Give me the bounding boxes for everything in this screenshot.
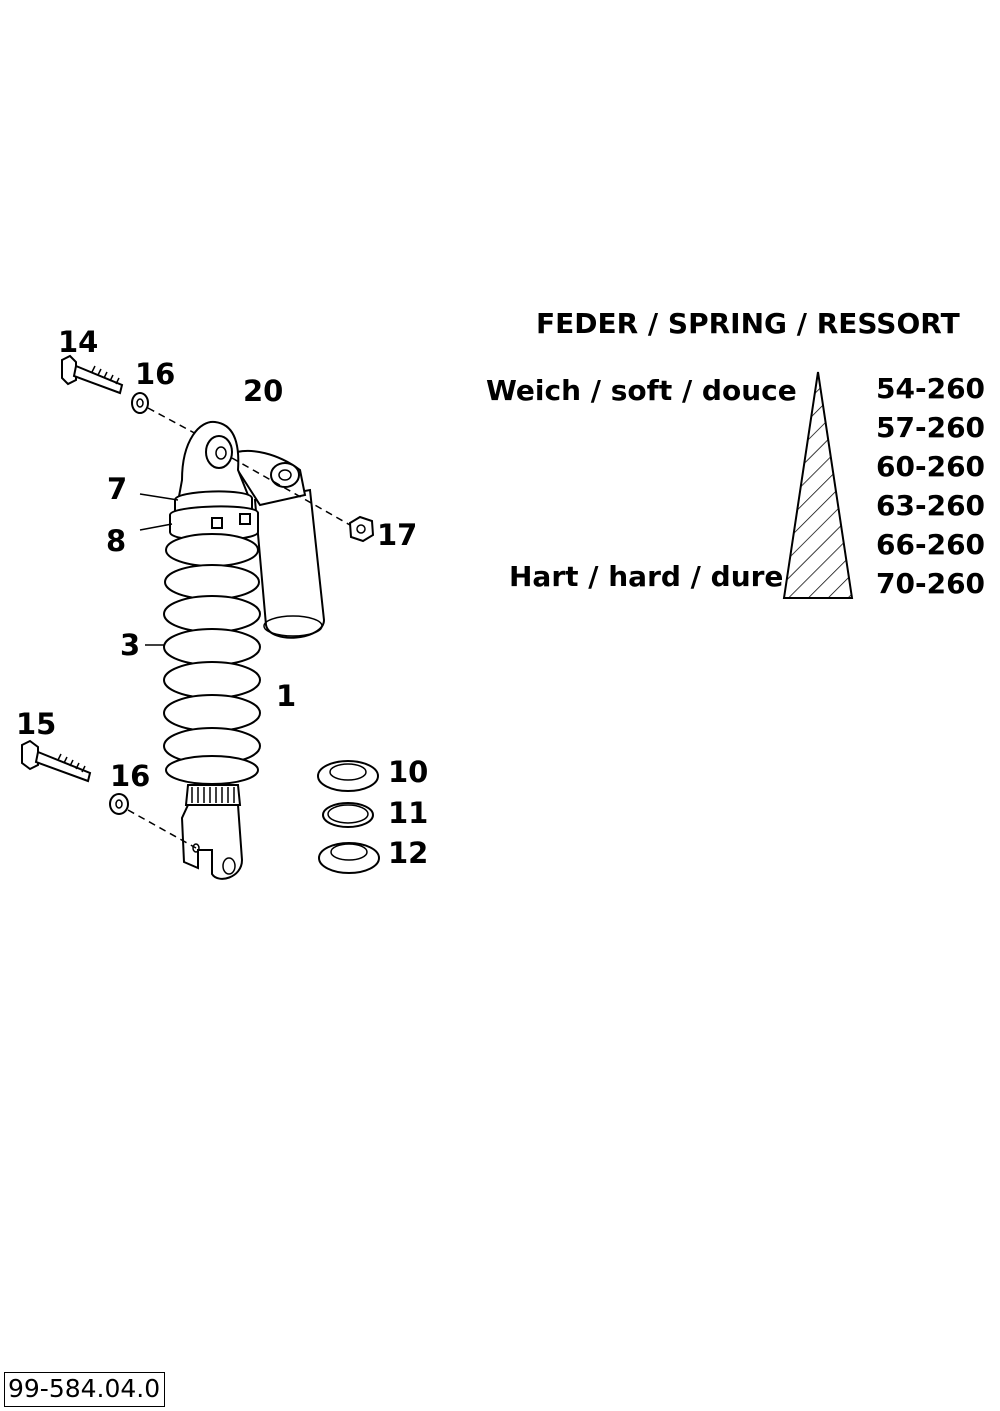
nut-drawing (348, 515, 375, 543)
part-label-12: 12 (388, 836, 428, 870)
spring-coils-drawing (163, 533, 261, 785)
spring-hard-label: Hart / hard / dure (509, 560, 783, 593)
part-label-20: 20 (243, 374, 283, 408)
spring-code-1: 54-260 (876, 372, 985, 405)
spring-code-3: 60-260 (876, 450, 985, 483)
part-label-17: 17 (377, 518, 417, 552)
lower-washer-drawing (109, 793, 129, 815)
spring-code-5: 66-260 (876, 528, 985, 561)
ring-11-drawing (322, 802, 374, 828)
part-label-1: 1 (276, 679, 296, 713)
upper-bolt-drawing (61, 354, 124, 395)
upper-washer-drawing (131, 392, 149, 414)
spring-stiffness-wedge (782, 371, 854, 599)
ring-10-drawing (317, 760, 379, 792)
part-label-8: 8 (106, 524, 126, 558)
part-label-14: 14 (58, 325, 98, 359)
spring-code-4: 63-260 (876, 489, 985, 522)
part-label-16-lower: 16 (110, 759, 150, 793)
lower-clevis-drawing (180, 784, 244, 880)
spring-soft-label: Weich / soft / douce (486, 374, 797, 407)
lower-bolt-drawing (21, 739, 92, 783)
spring-code-2: 57-260 (876, 411, 985, 444)
shock-top-eye-drawing (169, 420, 259, 542)
spring-table-title: FEDER / SPRING / RESSORT (536, 307, 960, 340)
part-label-11: 11 (388, 796, 428, 830)
part-label-7: 7 (107, 472, 127, 506)
part-label-10: 10 (388, 755, 428, 789)
part-label-3: 3 (120, 628, 140, 662)
ring-12-drawing (318, 842, 380, 874)
part-label-15: 15 (16, 707, 56, 741)
document-number: 99-584.04.0 (4, 1372, 166, 1407)
spring-code-6: 70-260 (876, 567, 985, 600)
part-label-16-upper: 16 (135, 357, 175, 391)
